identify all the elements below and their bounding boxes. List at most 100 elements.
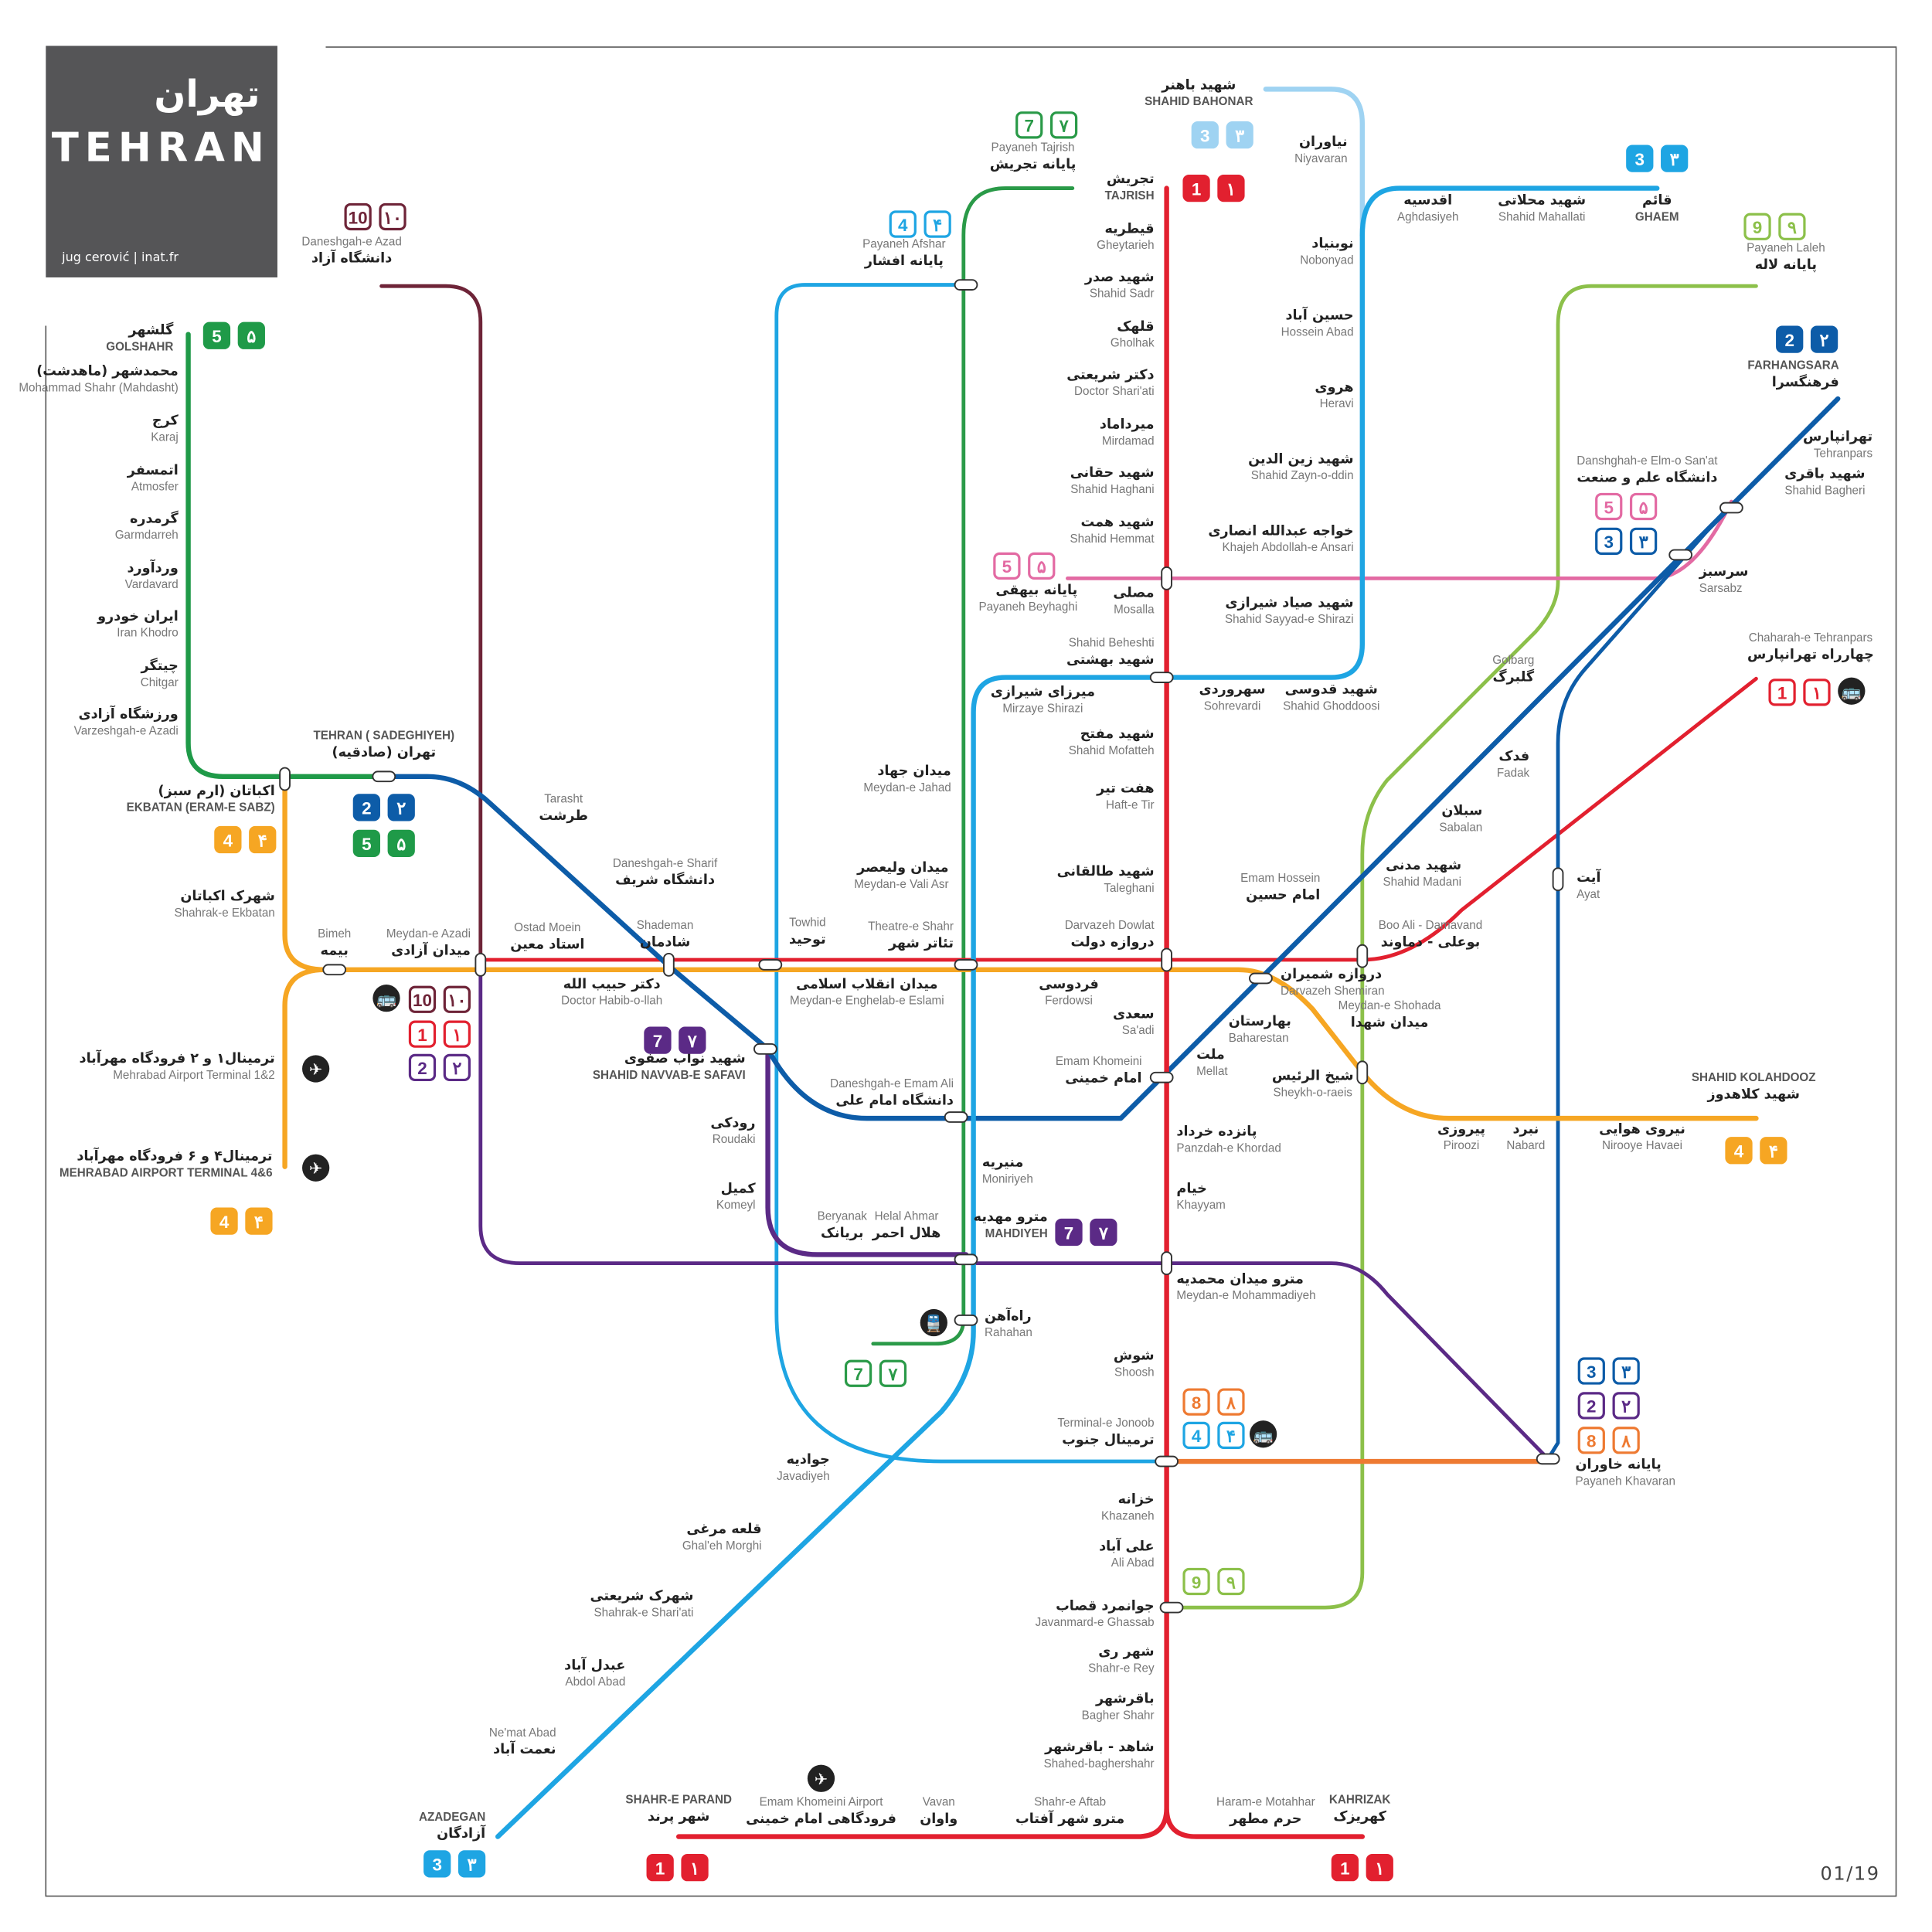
station-label[interactable]: تهران (صادقیه)TEHRAN ( SADEGHIYEH): [313, 730, 454, 760]
